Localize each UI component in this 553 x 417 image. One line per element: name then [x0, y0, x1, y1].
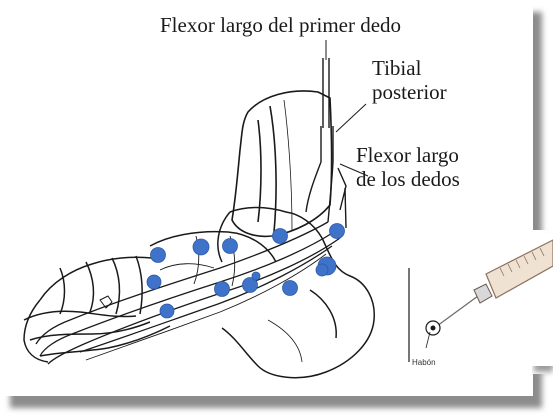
injection-point [283, 281, 298, 296]
label-flexor-dedos-line1: Flexor largo [356, 143, 460, 167]
label-flexor-largo-dedos: Flexor largo de los dedos [356, 143, 460, 191]
injection-point [160, 304, 174, 318]
injection-point [215, 282, 230, 297]
label-flexor-largo-primer-dedo: Flexor largo del primer dedo [160, 13, 401, 37]
injection-point [273, 229, 288, 244]
label-tibial-line2: posterior [372, 80, 447, 104]
label-tibial-posterior: Tibial posterior [372, 56, 447, 104]
label-flexor-dedos-line2: de los dedos [356, 167, 460, 191]
injection-point [193, 239, 209, 255]
injection-point [330, 224, 345, 239]
injection-point [147, 275, 161, 289]
label-tibial-line1: Tibial [372, 56, 447, 80]
card-frame [3, 3, 542, 408]
injection-point [151, 248, 166, 263]
injection-point [316, 264, 328, 276]
injection-point [252, 272, 260, 280]
injection-point [223, 239, 238, 254]
label-habon: Habón [412, 358, 436, 367]
